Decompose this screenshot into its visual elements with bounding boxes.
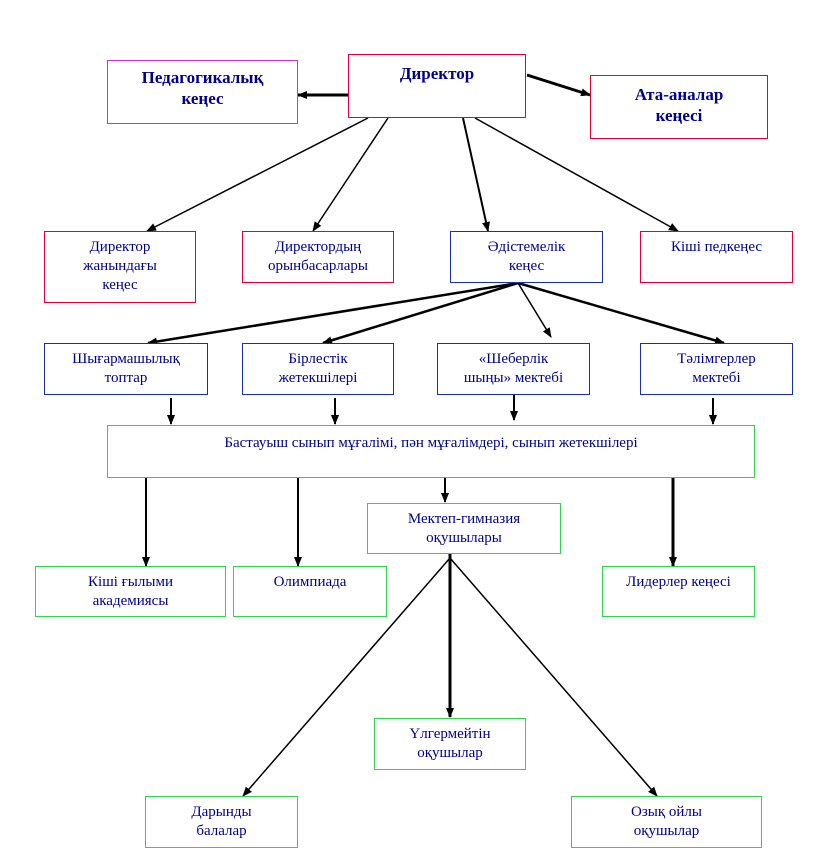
director-council-node: Директор жанындағы кеңес [44,231,196,303]
gifted-children-node: Дарынды балалар [145,796,298,848]
creative-groups-node: Шығармашылық топтар [44,343,208,395]
small-pedcouncil-node: Кіші педкеңес [640,231,793,283]
deputies-node: Директордың орынбасарлары [242,231,394,283]
small-pedcouncil-label: Кіші педкеңес [670,239,763,255]
arrow-director-to-methodical [462,117,490,232]
arrow-director-to-small-pedcouncil [474,117,679,232]
advanced-students-label: Озық ойлы оқушылар [631,804,702,839]
parents-council-node: Ата-аналар кеңесі [590,75,768,139]
students-label: Мектеп-гимназия оқушылары [407,511,521,546]
director-node: Директор [348,54,526,118]
small-academy-label: Кіші ғылыми академиясы [88,574,173,609]
methodical-council-node: Әдістемелік кеңес [450,231,603,283]
teachers-node: Бастауыш сынып мұғалімі, пән мұғалімдері… [107,425,755,478]
arrow-director-to-deputies [312,117,389,232]
arrow-methodical-to-mastery [517,282,552,338]
parents-council-label: Ата-аналар кеңесі [634,85,724,126]
creative-groups-label: Шығармашылық топтар [72,351,180,386]
arrow-methodical-to-mentors [517,281,725,345]
olympiad-label: Олимпиада [273,574,347,590]
advanced-students-node: Озық ойлы оқушылар [571,796,762,848]
arrow-methodical-to-association [322,281,519,345]
mentors-school-label: Тәлімгерлер мектебі [677,351,756,386]
leaders-council-label: Лидерлер кеңесі [626,574,731,590]
association-heads-node: Бірлестік жетекшілері [242,343,394,395]
small-academy-node: Кіші ғылыми академиясы [35,566,226,617]
teachers-label: Бастауыш сынып мұғалімі, пән мұғалімдері… [224,435,638,451]
arrow-director-to-parents [526,73,591,97]
pedagogical-council-label: Педагогикалық кеңес [141,68,264,109]
leaders-council-node: Лидерлер кеңесі [602,566,755,617]
arrow-methodical-to-creative [147,281,519,346]
association-heads-label: Бірлестік жетекшілері [278,351,358,386]
gifted-children-label: Дарынды балалар [191,804,252,839]
methodical-council-label: Әдістемелік кеңес [487,239,566,274]
arrow-students-to-gifted [242,557,451,797]
olympiad-node: Олимпиада [233,566,387,617]
lagging-students-label: Үлгермейтін оқушылар [409,726,491,761]
students-node: Мектеп-гимназия оқушылары [367,503,561,554]
director-label: Директор [399,64,475,83]
mentors-school-node: Тәлімгерлер мектебі [640,343,793,395]
director-council-label: Директор жанындағы кеңес [83,239,157,293]
deputies-label: Директордың орынбасарлары [268,239,368,274]
arrow-students-to-advanced [449,557,658,797]
mastery-school-label: «Шеберлік шыңы» мектебі [463,351,564,386]
lagging-students-node: Үлгермейтін оқушылар [374,718,526,770]
mastery-school-node: «Шеберлік шыңы» мектебі [437,343,590,395]
pedagogical-council-node: Педагогикалық кеңес [107,60,298,124]
arrow-director-to-director-council [146,117,369,232]
